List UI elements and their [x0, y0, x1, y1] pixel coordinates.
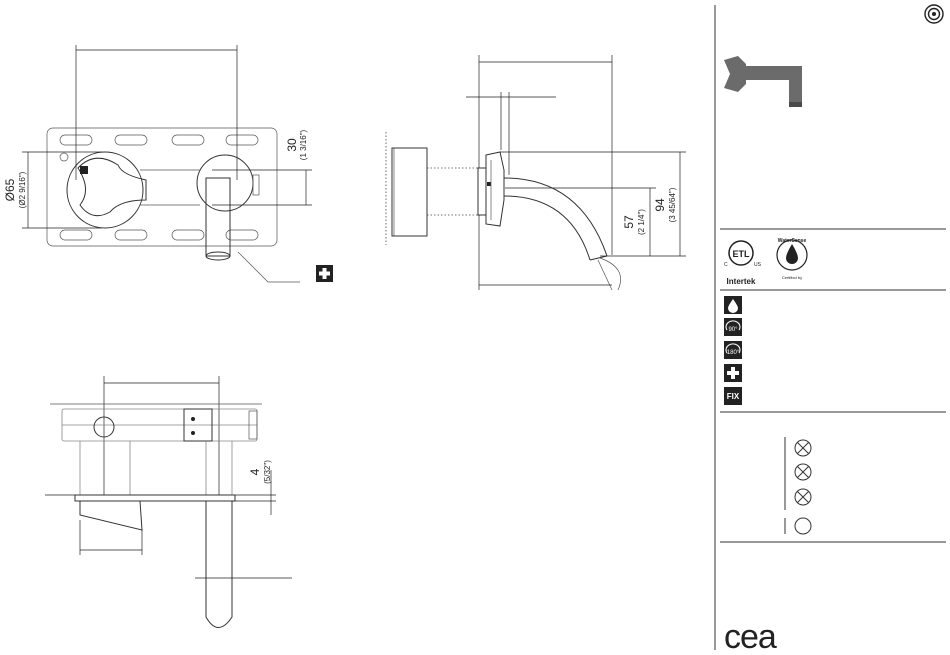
thickness-dim-label-in: (5/32")	[263, 460, 272, 484]
front-view: 4 (5/32")	[45, 376, 292, 628]
diameter-dim-label: Ø65	[3, 178, 17, 201]
technical-drawing: Ø65 (Ø2 9/16") 30 (1 3/16")	[0, 0, 712, 655]
svg-text:180°: 180°	[727, 350, 740, 356]
side-view: 57 (2 1/4") 94 (3 45/64")	[386, 55, 686, 290]
svg-text:Certified by: Certified by	[782, 275, 802, 280]
svg-text:WaterSense: WaterSense	[778, 238, 807, 244]
height-dim-label-in: (2 1/4")	[637, 209, 646, 235]
crossed-circle-marker	[795, 464, 811, 480]
offset-dim-label-in: (1 3/16")	[299, 129, 308, 160]
rotation-90-icon: 90°	[724, 318, 742, 336]
empty-circle-marker	[795, 518, 811, 534]
svg-text:90°: 90°	[728, 327, 738, 333]
concentric-circles-icon	[925, 5, 943, 23]
product-thumbnail	[724, 56, 802, 107]
diameter-dim-label-in: (Ø2 9/16")	[18, 171, 27, 208]
watersense-logo: WaterSense Certified by	[777, 238, 807, 280]
total-dim-label: 94	[653, 198, 667, 212]
offset-dim-label: 30	[285, 138, 299, 152]
spec-sidebar: ETL C US Intertek WaterSense Certified b…	[712, 0, 950, 655]
plus-icon	[724, 364, 742, 382]
intertek-label: Intertek	[727, 277, 756, 286]
crossed-circle-marker	[795, 440, 811, 456]
thickness-dim-label: 4	[248, 468, 262, 475]
plan-view: Ø65 (Ø2 9/16") 30 (1 3/16")	[3, 45, 333, 282]
crossed-circle-marker	[795, 489, 811, 505]
plus-icon	[316, 265, 333, 282]
cea-logo: cea	[724, 618, 777, 655]
height-dim-label: 57	[622, 215, 636, 229]
etl-intertek-logo: ETL C US Intertek	[724, 241, 762, 286]
svg-text:C: C	[724, 262, 728, 268]
total-dim-label-in: (3 45/64")	[668, 187, 677, 222]
svg-text:US: US	[754, 262, 762, 268]
svg-text:FIX: FIX	[727, 392, 740, 401]
rotation-180-icon: 180°	[724, 341, 742, 359]
water-drop-icon	[724, 296, 742, 314]
svg-text:ETL: ETL	[733, 249, 751, 259]
fix-icon: FIX	[724, 387, 742, 405]
finish-options	[785, 437, 811, 534]
